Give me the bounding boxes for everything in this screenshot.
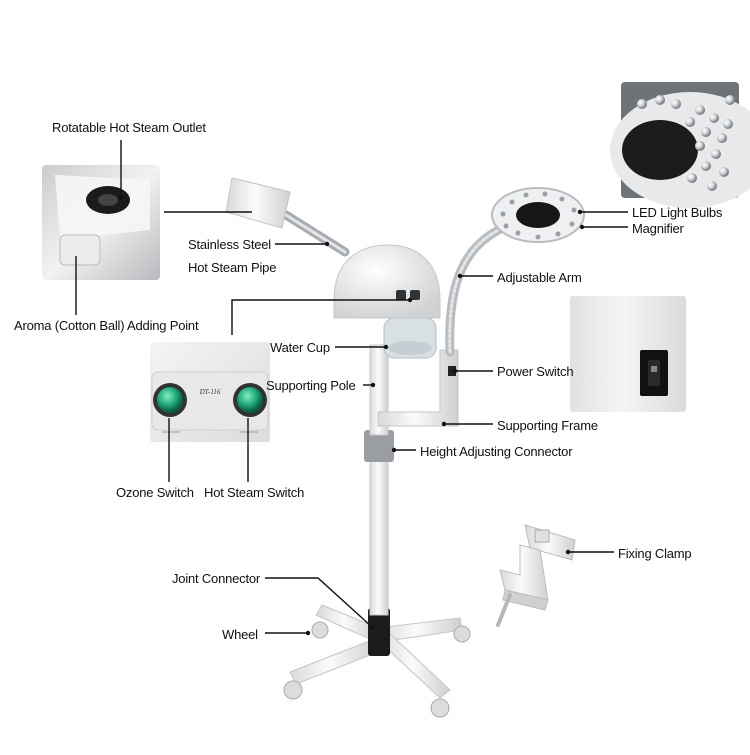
label-aroma-point: Aroma (Cotton Ball) Adding Point: [14, 318, 199, 333]
panel-model-text: DT-116: [199, 388, 221, 396]
label-stainless-steel: Stainless Steel: [188, 237, 271, 252]
label-adjustable-arm: Adjustable Arm: [497, 270, 582, 285]
steam-switch-knob: [237, 387, 263, 413]
inset-power-switch: [570, 296, 686, 412]
ozone-switch-knob: [157, 387, 183, 413]
inset-steam-outlet: [42, 165, 160, 280]
callout-joint: [265, 577, 373, 628]
label-supporting-pole: Supporting Pole: [266, 378, 356, 393]
inset-led-ring: [610, 82, 750, 208]
label-joint-connector: Joint Connector: [172, 571, 261, 586]
label-height-connector: Height Adjusting Connector: [420, 444, 573, 459]
label-hot-steam-pipe: Hot Steam Pipe: [188, 260, 277, 275]
steam-outlet-nozzle: [225, 177, 291, 229]
label-supporting-frame: Supporting Frame: [497, 418, 598, 433]
label-hot-steam-switch: Hot Steam Switch: [204, 485, 305, 500]
label-rotatable-outlet: Rotatable Hot Steam Outlet: [52, 120, 206, 135]
joint-connector-hub: [368, 608, 390, 656]
inset-bulbs: [637, 95, 735, 191]
label-ozone-switch: Ozone Switch: [116, 485, 194, 500]
main-pole: [369, 454, 389, 616]
wheel-base: [283, 604, 471, 718]
label-water-cup: Water Cup: [270, 340, 330, 355]
label-led-bulbs: LED Light Bulbs: [632, 205, 723, 220]
height-connector-sleeve: [364, 430, 394, 462]
label-wheel: Wheel: [222, 627, 258, 642]
inset-fixing-clamp: [496, 524, 576, 627]
steamer-dome: [333, 244, 441, 319]
label-fixing-clamp: Fixing Clamp: [618, 546, 692, 561]
label-power-switch: Power Switch: [497, 364, 574, 379]
callout-dots: [118, 195, 585, 636]
label-magnifier: Magnifier: [632, 221, 684, 236]
inset-control-panel: [150, 342, 270, 442]
callout-lines: [75, 140, 628, 634]
support-frame: [377, 349, 459, 427]
magnifier-ring: [491, 187, 585, 243]
callout-aroma-point-device: [231, 299, 410, 335]
